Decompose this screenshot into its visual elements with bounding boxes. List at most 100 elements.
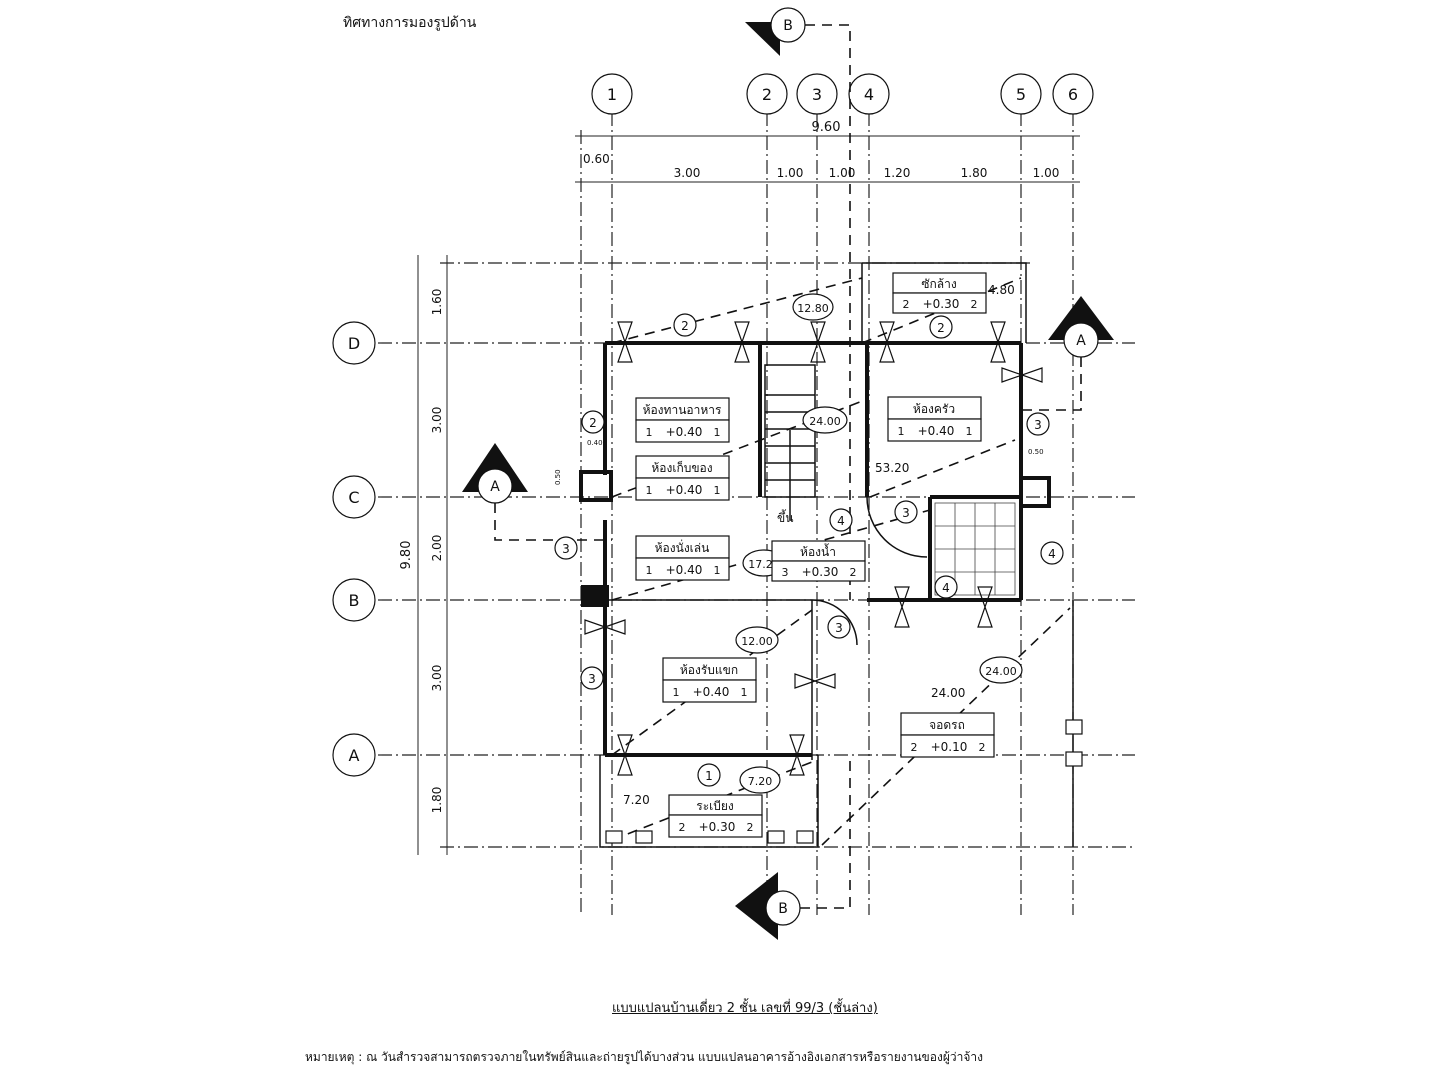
window-symbol	[879, 321, 895, 363]
wall-tag-label: 4	[1048, 547, 1056, 561]
area-value-laundry: 4.80	[988, 283, 1015, 297]
window-symbol	[977, 586, 993, 628]
dim-left-5: 1.80	[430, 787, 444, 814]
grid-label-2: 2	[762, 85, 772, 104]
walls	[579, 262, 1074, 848]
grid-bubble-B	[332, 578, 376, 622]
grid-label-D: D	[348, 334, 360, 353]
area-value-terrace: 7.20	[623, 793, 650, 807]
stair: ขึ้น	[764, 364, 816, 525]
terrace-light	[635, 830, 653, 844]
dim-top-6: 1.00	[1033, 166, 1060, 180]
room-code-box	[635, 477, 730, 501]
section-label-b-top: B	[783, 18, 793, 34]
room-code-box	[771, 560, 866, 582]
floor-level: +0.10	[931, 740, 968, 754]
room-name: ห้องนั่งเล่น	[655, 539, 710, 555]
grid-label-B: B	[349, 591, 360, 610]
dim-left-1: 1.60	[430, 289, 444, 316]
floor-level: +0.40	[666, 425, 703, 439]
window-symbol	[990, 321, 1006, 363]
window-symbol	[584, 619, 626, 635]
column-c5	[1019, 476, 1051, 508]
terrace-light	[605, 830, 623, 844]
door-swing-living	[811, 599, 858, 646]
room-name: ห้องน้ำ	[800, 543, 836, 559]
room-tag-laundry: ซักล้าง 2 +0.30 2	[892, 272, 987, 314]
terrace-light	[767, 830, 785, 844]
floor-level: +0.30	[802, 565, 839, 579]
window-symbols	[584, 321, 1043, 776]
small-dim: 0.50	[1028, 448, 1044, 456]
area-tag	[802, 406, 848, 434]
window-symbol	[617, 321, 633, 363]
dim-left-total: 9.80	[399, 541, 414, 570]
room-tag-carport: จอดรถ 2 +0.10 2	[900, 712, 995, 758]
stair-label: ขึ้น	[777, 509, 793, 525]
drawing-footnote: หมายเหตุ : ณ วันสำรวจสามารถตรวจภายในทรัพ…	[305, 1050, 983, 1064]
grid-label-C: C	[348, 488, 359, 507]
section-label-b-bottom: B	[778, 901, 788, 917]
grid-label-6: 6	[1068, 85, 1078, 104]
area-value-carport: 24.00	[931, 686, 965, 700]
wall-tag-label: 2	[589, 416, 597, 430]
grid-label-1: 1	[607, 85, 617, 104]
floor-type: 1	[898, 425, 905, 438]
wall-tag-label: 1	[705, 769, 713, 783]
wall-tag-label: 4	[942, 581, 950, 595]
drawing-caption: แบบแปลนบ้านเดี่ยว 2 ชั้น เลขที่ 99/3 (ชั…	[612, 1001, 878, 1016]
wall-tag	[827, 615, 851, 639]
section-line-a-right	[1021, 357, 1082, 411]
window-symbol	[810, 321, 826, 363]
wall-tag	[673, 313, 697, 337]
room-tag-kitchen: ห้องครัว 1 +0.40 1	[887, 396, 982, 442]
dim-top-2: 1.00	[777, 166, 804, 180]
room-tag-bathroom: ห้องน้ำ 3 +0.30 2	[771, 540, 866, 582]
ceiling-type: 2	[979, 741, 986, 754]
wall-tags: 2 2 2 3 3 3 3 4 4 4 1 3 4	[554, 313, 1064, 787]
wall-tag-label: 2	[681, 319, 689, 333]
section-label-a-right: A	[1076, 333, 1086, 349]
wall-tag-label: 4	[837, 514, 845, 528]
room-tag-family: ห้องนั่งเล่น 1 +0.40 1	[635, 535, 730, 581]
grid-bubble-4	[848, 73, 890, 115]
room-code-box	[635, 557, 730, 581]
ceiling-type: 1	[714, 426, 721, 439]
floor-level: +0.40	[666, 563, 703, 577]
window-symbol	[894, 586, 910, 628]
dim-left-2: 3.00	[430, 407, 444, 434]
area-tag	[739, 766, 781, 794]
room-name: ห้องรับแขก	[680, 663, 738, 677]
dim-top-3: 1.00	[829, 166, 856, 180]
room-code-box	[892, 292, 987, 314]
room-name: จอดรถ	[929, 718, 965, 732]
top-dimensions: 9.60 0.60 3.00 1.00 1.00 1.20 1.80 1.00	[575, 120, 1080, 183]
room-name: ห้องทานอาหาร	[643, 403, 722, 417]
ceiling-type: 1	[741, 686, 748, 699]
grid-label-A: A	[349, 746, 360, 765]
ceiling-type: 2	[747, 821, 754, 834]
section-markers: A A B B	[462, 7, 1114, 940]
column-b1	[581, 585, 609, 607]
door-swing-kitchen	[866, 496, 928, 558]
wall-tag	[697, 763, 721, 787]
wall-tag	[894, 500, 918, 524]
area-value-total: 53.20	[875, 461, 909, 475]
wall-tag-label: 2	[937, 321, 945, 335]
wall-laundry	[862, 262, 1027, 343]
area-value: 24.00	[985, 665, 1017, 678]
diagonal-laundry	[611, 277, 863, 344]
floor-type: 1	[646, 564, 653, 577]
grid-bubble-D	[332, 321, 376, 365]
grid-bubble-1	[591, 73, 633, 115]
floor-level: +0.30	[923, 297, 960, 311]
dim-top-4: 1.20	[884, 166, 911, 180]
section-arrow-a-left	[462, 443, 528, 492]
wall-tag-label: 3	[562, 542, 570, 556]
section-line-a-left	[494, 503, 612, 541]
wall-tag-label: 3	[1034, 418, 1042, 432]
carport-light	[1065, 719, 1083, 735]
window-symbol	[789, 734, 805, 776]
floor-level: +0.40	[918, 424, 955, 438]
floor-level: +0.40	[666, 483, 703, 497]
